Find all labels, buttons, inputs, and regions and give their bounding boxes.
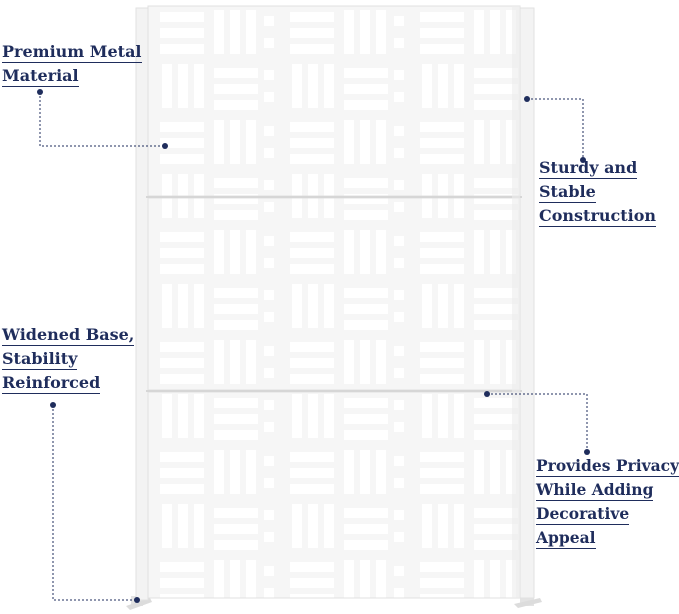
privacy-line1: Provides Privacy: [536, 456, 679, 477]
privacy-line2: While Adding: [536, 480, 654, 501]
callout-widened-base: Widened Base, Stability Reinforced: [2, 323, 135, 395]
privacy-line4: Appeal: [536, 528, 596, 549]
sturdy-line2: Stable: [539, 182, 596, 203]
callout-privacy: Provides Privacy While Adding Decorative…: [536, 454, 679, 550]
sturdy-line3: Construction: [539, 206, 657, 227]
callout-premium-metal: Premium Metal Material: [2, 40, 142, 88]
callout-sturdy: Sturdy and Stable Construction: [539, 156, 657, 228]
premium-metal-line2: Material: [2, 66, 79, 87]
widened-base-line3: Reinforced: [2, 373, 101, 394]
widened-base-line2: Stability: [2, 349, 78, 370]
privacy-line3: Decorative: [536, 504, 630, 525]
widened-base-line1: Widened Base,: [2, 325, 135, 346]
sturdy-line1: Sturdy and: [539, 158, 638, 179]
premium-metal-line1: Premium Metal: [2, 42, 142, 63]
